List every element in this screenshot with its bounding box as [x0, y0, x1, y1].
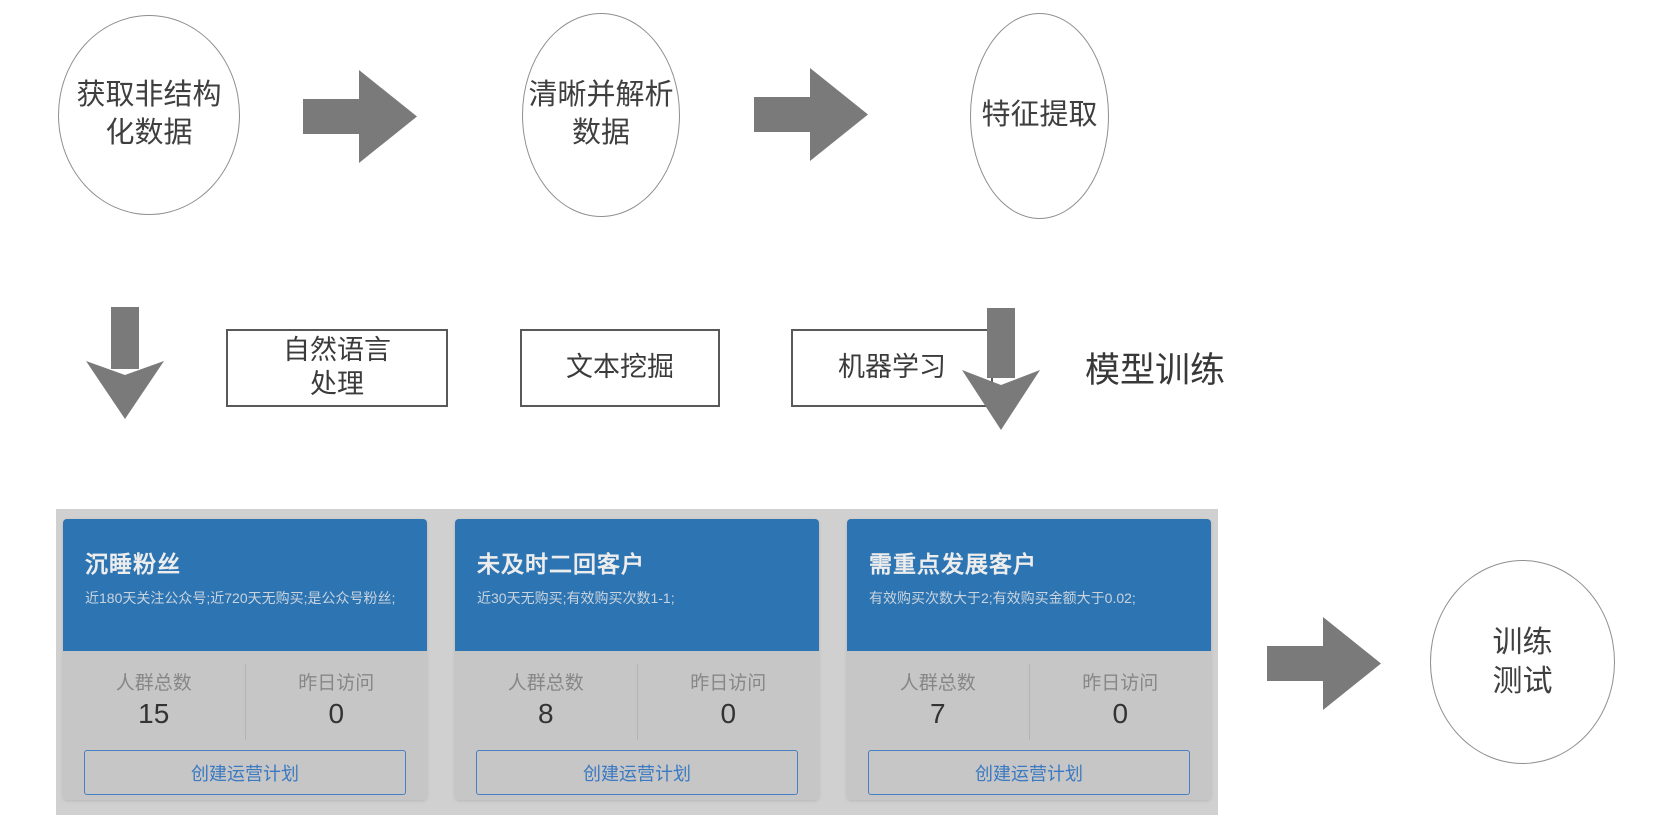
create-plan-button[interactable]: 创建运营计划: [84, 750, 406, 795]
create-plan-button[interactable]: 创建运营计划: [476, 750, 798, 795]
stat-yesterday-visits: 昨日访问 0: [638, 664, 820, 740]
box-text-mining: 文本挖掘: [520, 329, 720, 407]
audience-panel: 沉睡粉丝 近180天关注公众号;近720天无购买;是公众号粉丝; 人群总数 15…: [56, 509, 1218, 815]
box-label-line1: 自然语言: [283, 335, 391, 366]
stat-value: 15: [138, 698, 170, 729]
model-training-label: 模型训练: [1085, 351, 1226, 390]
arrow-right-icon: [303, 70, 417, 163]
card-title: 未及时二回客户: [477, 551, 645, 577]
card-subtitle: 有效购买次数大于2;有效购买金额大于0.02;: [869, 590, 1136, 606]
stat-label: 昨日访问: [690, 673, 767, 694]
card-body: 人群总数 8 昨日访问 0 创建运营计划: [455, 651, 819, 800]
stat-label: 昨日访问: [298, 673, 375, 694]
circle-label-line1: 获取非结构: [76, 79, 222, 112]
stat-yesterday-visits: 昨日访问 0: [1030, 664, 1212, 740]
audience-card-no-second-purchase: 未及时二回客户 近30天无购买;有效购买次数1-1; 人群总数 8 昨日访问 0…: [455, 519, 819, 800]
stat-total-people: 人群总数 7: [847, 664, 1030, 740]
box-label: 自然语言 处理: [283, 334, 391, 402]
box-machine-learning: 机器学习: [791, 329, 993, 407]
circle-label: 清晰并解析 数据: [528, 77, 673, 152]
stat-label: 人群总数: [899, 673, 976, 694]
arrow-right-icon: [1267, 617, 1381, 710]
card-title: 沉睡粉丝: [85, 551, 181, 577]
stat-total-people: 人群总数 15: [63, 664, 246, 740]
stat-label: 昨日访问: [1082, 673, 1159, 694]
card-header: 未及时二回客户 近30天无购买;有效购买次数1-1;: [455, 519, 819, 651]
stat-value: 0: [1112, 698, 1129, 729]
card-header: 需重点发展客户 有效购买次数大于2;有效购买金额大于0.02;: [847, 519, 1211, 651]
stat-yesterday-visits: 昨日访问 0: [246, 664, 428, 740]
create-plan-button[interactable]: 创建运营计划: [868, 750, 1190, 795]
stat-label: 人群总数: [115, 673, 192, 694]
circle-label: 特征提取: [981, 97, 1097, 135]
circle-label-line2: 测试: [1492, 665, 1553, 698]
stat-value: 0: [328, 698, 345, 729]
circle-clean-parse-data: 清晰并解析 数据: [522, 13, 680, 217]
circle-label-line1: 训练: [1492, 626, 1553, 659]
card-body: 人群总数 7 昨日访问 0 创建运营计划: [847, 651, 1211, 800]
circle-label: 训练 测试: [1493, 623, 1553, 701]
stat-value: 8: [537, 698, 554, 729]
circle-label-line1: 清晰并解析: [528, 79, 674, 112]
card-subtitle: 近30天无购买;有效购买次数1-1;: [477, 590, 675, 606]
circle-label: 获取非结构 化数据: [76, 77, 221, 152]
stat-value: 0: [720, 698, 737, 729]
card-body: 人群总数 15 昨日访问 0 创建运营计划: [63, 651, 427, 800]
stat-total-people: 人群总数 8: [455, 664, 638, 740]
circle-label-line1: 特征提取: [981, 99, 1098, 132]
circle-feature-extraction: 特征提取: [970, 13, 1109, 219]
audience-card-key-development-customers: 需重点发展客户 有效购买次数大于2;有效购买金额大于0.02; 人群总数 7 昨…: [847, 519, 1211, 800]
card-stats: 人群总数 8 昨日访问 0: [455, 651, 819, 740]
card-subtitle: 近180天关注公众号;近720天无购买;是公众号粉丝;: [85, 590, 396, 606]
circle-label-line2: 化数据: [105, 117, 193, 149]
arrow-down-icon: [962, 308, 1040, 430]
card-title: 需重点发展客户: [869, 551, 1037, 577]
card-header: 沉睡粉丝 近180天关注公众号;近720天无购买;是公众号粉丝;: [63, 519, 427, 651]
card-stats: 人群总数 15 昨日访问 0: [63, 651, 427, 740]
audience-card-sleeping-fans: 沉睡粉丝 近180天关注公众号;近720天无购买;是公众号粉丝; 人群总数 15…: [63, 519, 427, 800]
box-nlp: 自然语言 处理: [226, 329, 448, 407]
arrow-down-icon: [86, 307, 164, 419]
box-label: 文本挖掘: [566, 352, 674, 383]
stat-label: 人群总数: [507, 673, 584, 694]
circle-label-line2: 数据: [571, 117, 630, 149]
box-label-line2: 处理: [310, 369, 364, 399]
stat-value: 7: [929, 698, 946, 729]
circle-acquire-unstructured-data: 获取非结构 化数据: [58, 15, 240, 215]
circle-train-test: 训练 测试: [1430, 560, 1615, 764]
arrow-right-icon: [754, 68, 868, 161]
box-label: 机器学习: [838, 352, 946, 383]
card-stats: 人群总数 7 昨日访问 0: [847, 651, 1211, 740]
